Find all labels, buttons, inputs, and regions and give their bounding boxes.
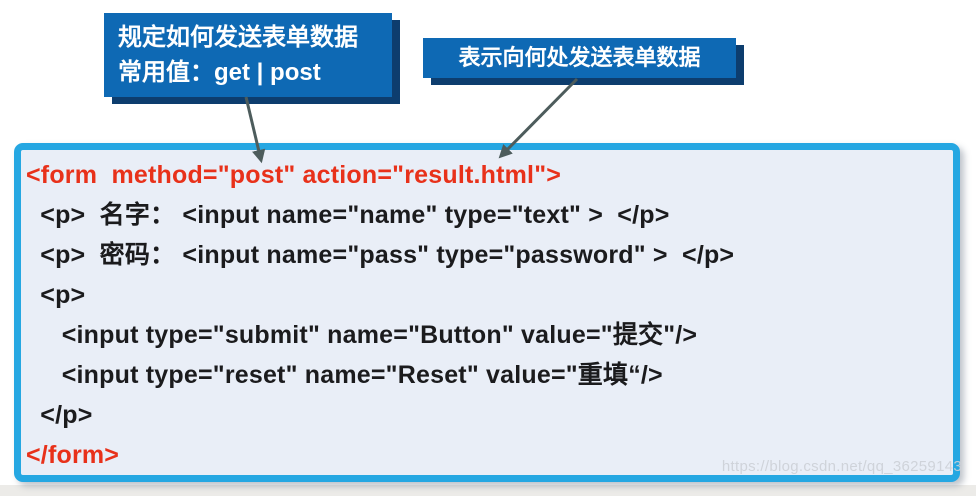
code-line: <input type="submit" name="Button" value… (26, 321, 698, 349)
code-line: </p> (26, 401, 93, 429)
callout-action-annotation: 表示向何处发送表单数据 (423, 38, 736, 78)
code-lines: <form method="post" action="result.html"… (21, 150, 953, 475)
callout-action-text: 表示向何处发送表单数据 (458, 45, 701, 70)
code-line: <input type="reset" name="Reset" value="… (26, 361, 663, 389)
watermark-url: https://blog.csdn.net/qq_36259143 (721, 458, 962, 475)
code-line: </form> (26, 441, 120, 469)
form-code-panel: <form method="post" action="result.html"… (14, 143, 960, 482)
callout-method-line2: 常用值：get | post (118, 59, 321, 86)
callout-method-line1: 规定如何发送表单数据 (118, 24, 358, 51)
page-bottom-edge (0, 485, 976, 496)
code-line: <p> 名字： <input name="name" type="text" >… (26, 201, 670, 229)
callout-method-annotation: 规定如何发送表单数据 常用值：get | post (104, 13, 392, 97)
code-line: <form method="post" action="result.html"… (26, 161, 562, 189)
code-line: <p> 密码： <input name="pass" type="passwor… (26, 241, 735, 269)
code-line: <p> (26, 281, 86, 309)
